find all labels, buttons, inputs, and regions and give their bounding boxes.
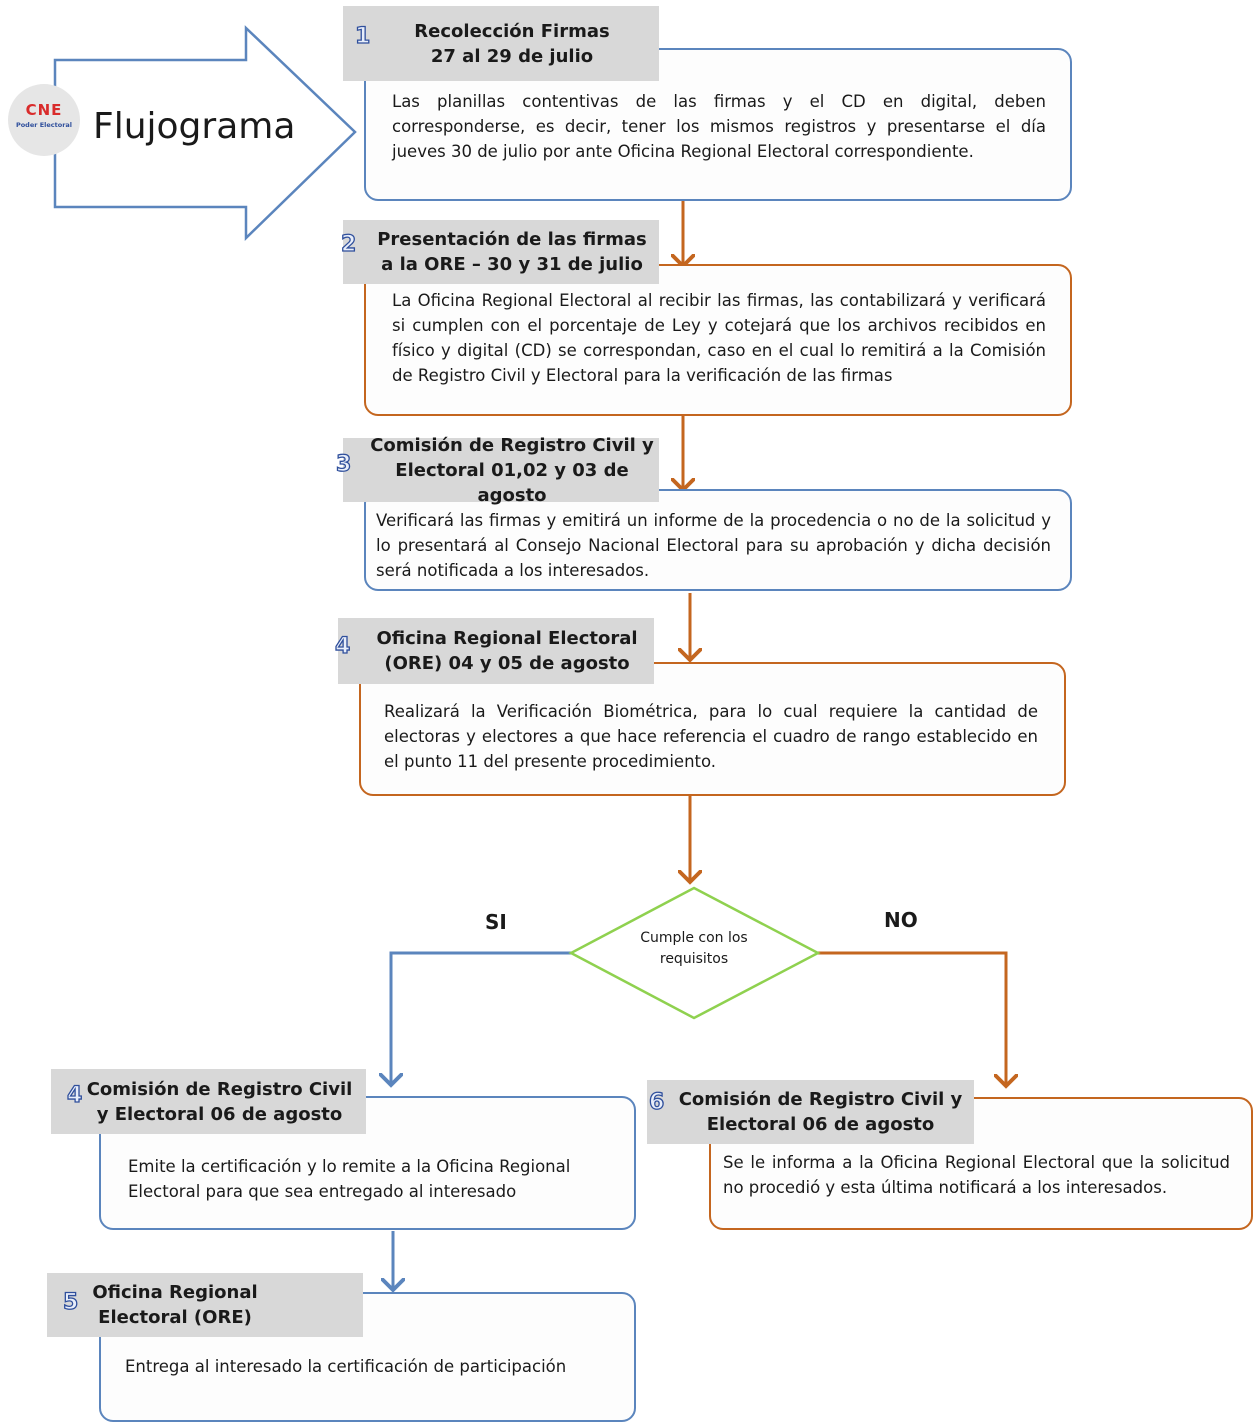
no-step-header: Comisión de Registro Civil y Electoral 0…: [647, 1080, 974, 1144]
step-1-title-line1: Recolección Firmas: [414, 20, 610, 42]
step-4-title-line2: (ORE) 04 y 05 de agosto: [384, 653, 630, 674]
page-title: Flujograma: [93, 106, 296, 147]
yes-step-number: 4: [66, 1082, 83, 1108]
step-3-box: [364, 489, 1072, 591]
no-step-title-line1: Comisión de Registro Civil y: [678, 1089, 963, 1110]
yes-step-text: Emite la certificación y lo remite a la …: [128, 1157, 571, 1201]
step-3-title-line2: Electoral 01,02 y 03 de agosto: [395, 459, 629, 506]
final-step-title-line1: Oficina Regional: [92, 1282, 258, 1303]
no-label: NO: [884, 908, 918, 932]
yes-step-title-line1: Comisión de Registro Civil: [86, 1078, 353, 1100]
step-2-number: 2: [340, 231, 357, 257]
step-4-header: Oficina Regional Electoral (ORE) 04 y 05…: [338, 618, 654, 684]
final-step-header: Oficina Regional Electoral (ORE): [47, 1273, 363, 1337]
step-1-header: Recolección Firmas 27 al 29 de julio: [343, 6, 659, 81]
step-1-number: 1: [354, 23, 371, 49]
no-step-title-line2: Electoral 06 de agosto: [706, 1114, 935, 1135]
step-1-title-line2: 27 al 29 de julio: [430, 45, 594, 67]
step-2-title-line2: a la ORE – 30 y 31 de julio: [381, 254, 643, 275]
step-3-text: Verificará las firmas y emitirá un infor…: [376, 511, 1051, 580]
decision-diamond: [568, 886, 821, 1020]
connector-yes: [391, 951, 571, 1085]
step-4-text: Realizará la Verificación Biométrica, pa…: [384, 702, 1038, 771]
step-4-title-line1: Oficina Regional Electoral: [376, 628, 638, 649]
step-4-box: [359, 662, 1066, 796]
yes-label: SI: [485, 910, 507, 934]
no-step-number: 6: [648, 1089, 665, 1115]
cne-logo: CNE Poder Electoral: [8, 84, 80, 156]
step-2-text: La Oficina Regional Electoral al recibir…: [392, 291, 1046, 385]
decision-text: Cumple con los requisitos: [611, 928, 777, 970]
step-2-title-line1: Presentación de las firmas: [377, 229, 647, 250]
logo-subtext: Poder Electoral: [15, 121, 73, 129]
step-3-title-line1: Comisión de Registro Civil y: [370, 434, 654, 456]
step-2-header: Presentación de las firmas a la ORE – 30…: [343, 220, 659, 284]
step-1-text: Las planillas contentivas de las firmas …: [392, 92, 1046, 161]
title-arrow-shape: [53, 25, 357, 241]
decision-text-line1: Cumple con los: [640, 930, 748, 946]
final-step-title-line2: Electoral (ORE): [98, 1307, 252, 1328]
decision-text-line2: requisitos: [659, 951, 729, 967]
step-3-number: 3: [335, 451, 352, 477]
step-2-box: [364, 264, 1072, 416]
yes-step-header: Comisión de Registro Civil y Electoral 0…: [51, 1069, 366, 1134]
final-step-text: Entrega al interesado la certificación d…: [125, 1357, 567, 1376]
logo-text: CNE: [25, 101, 63, 119]
step-4-number: 4: [334, 633, 351, 659]
connector-no: [818, 951, 1006, 1086]
step-3-header: Comisión de Registro Civil y Electoral 0…: [343, 435, 659, 506]
yes-step-title-line2: y Electoral 06 de agosto: [96, 1103, 343, 1125]
final-step-number: 5: [62, 1289, 79, 1315]
no-step-text: Se le informa a la Oficina Regional Elec…: [723, 1153, 1230, 1197]
